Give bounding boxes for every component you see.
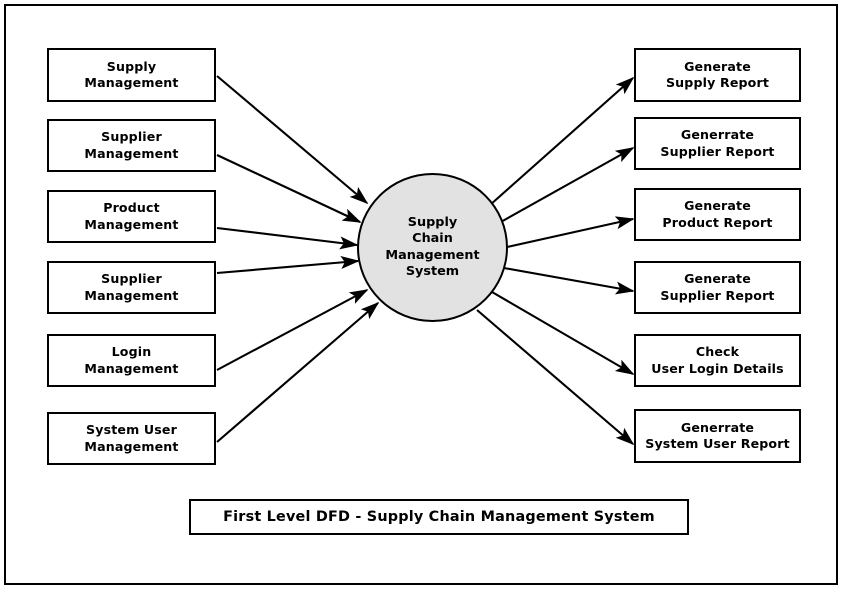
entity-generate-supplier-report-2-label: Generate Supplier Report bbox=[660, 271, 775, 303]
entity-product-management-label: Product Management bbox=[84, 200, 179, 232]
diagram-title-box: First Level DFD - Supply Chain Managemen… bbox=[189, 499, 689, 535]
entity-supplier-management-1-label: Supplier Management bbox=[84, 129, 179, 161]
entity-generate-system-user-report-label: Generrate System User Report bbox=[645, 419, 790, 451]
entity-login-management-label: Login Management bbox=[84, 344, 179, 376]
entity-generate-supply-report[interactable]: Generate Supply Report bbox=[634, 48, 801, 102]
entity-generate-product-report-label: Generate Product Report bbox=[662, 198, 773, 230]
entity-supplier-management-2-label: Supplier Management bbox=[84, 271, 179, 303]
entity-generate-system-user-report[interactable]: Generrate System User Report bbox=[634, 409, 801, 463]
entity-supplier-management-1[interactable]: Supplier Management bbox=[47, 119, 216, 172]
entity-login-management[interactable]: Login Management bbox=[47, 334, 216, 387]
entity-supplier-management-2[interactable]: Supplier Management bbox=[47, 261, 216, 314]
entity-product-management[interactable]: Product Management bbox=[47, 190, 216, 243]
entity-generate-supplier-report-1[interactable]: Generrate Supplier Report bbox=[634, 117, 801, 170]
process-label: Supply Chain Management System bbox=[385, 215, 480, 279]
entity-generate-supplier-report-2[interactable]: Generate Supplier Report bbox=[634, 261, 801, 314]
process-supply-chain-management-system[interactable]: Supply Chain Management System bbox=[357, 173, 508, 322]
entity-supply-management-label: Supply Management bbox=[84, 58, 179, 90]
entity-generate-supply-report-label: Generate Supply Report bbox=[665, 58, 770, 90]
entity-check-user-login-details-label: Check User Login Details bbox=[651, 344, 784, 376]
entity-check-user-login-details[interactable]: Check User Login Details bbox=[634, 334, 801, 387]
entity-system-user-management-label: System User Management bbox=[84, 422, 179, 454]
entity-generate-product-report[interactable]: Generate Product Report bbox=[634, 188, 801, 241]
entity-generate-supplier-report-1-label: Generrate Supplier Report bbox=[660, 127, 775, 159]
entity-system-user-management[interactable]: System User Management bbox=[47, 412, 216, 465]
diagram-title-label: First Level DFD - Supply Chain Managemen… bbox=[223, 509, 655, 525]
diagram-outer-frame bbox=[4, 4, 838, 585]
entity-supply-management[interactable]: Supply Management bbox=[47, 48, 216, 102]
